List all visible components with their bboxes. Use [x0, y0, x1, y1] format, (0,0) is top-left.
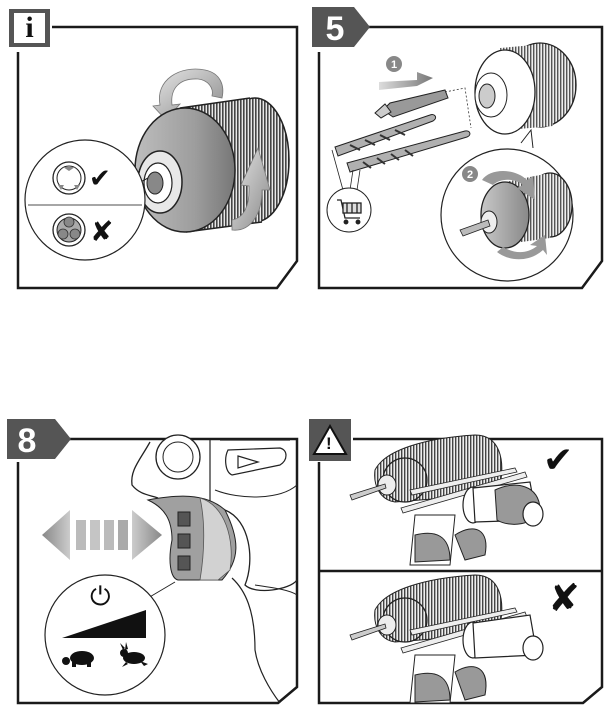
panel-info: i [0, 0, 305, 300]
drill-bit-long [334, 114, 437, 157]
rotation-arrow-front [231, 146, 271, 231]
panel-step-8: 8 ⏻ [0, 410, 305, 714]
rotation-arrow-top [152, 68, 224, 121]
step-number: 8 [17, 421, 37, 460]
direction-arrow-icon [237, 455, 261, 469]
insert-arrow [379, 72, 433, 90]
panel-warning: ! [305, 410, 610, 714]
shank-callout [24, 139, 146, 261]
drill-correct [349, 434, 544, 566]
turtle-icon [62, 651, 94, 667]
step-badge: 5 [312, 7, 372, 51]
cross-icon: ✘ [548, 576, 580, 620]
handle-grip-illustration [349, 434, 544, 704]
drill-bit-short [346, 130, 471, 173]
check-icon: ✔ [89, 164, 111, 194]
shopping-cart-icon [337, 199, 362, 225]
check-icon: ✔ [543, 440, 574, 481]
step-number: 5 [325, 9, 345, 48]
slide-direction-arrow [42, 510, 162, 560]
rabbit-icon [120, 642, 148, 667]
chuck-illustration [24, 68, 290, 261]
warning-icon [312, 424, 348, 455]
info-icon: i [25, 11, 34, 44]
speed-switch-illustration [42, 434, 298, 704]
step-marker-2: 2 [467, 169, 473, 181]
speed-ramp-icon [62, 610, 146, 638]
cross-icon: ✘ [90, 215, 114, 248]
hex-shank-correct-icon [52, 161, 86, 195]
panel-frame [16, 25, 299, 290]
bit-insertion-illustration: 1 [326, 42, 577, 282]
panel-step-5: 5 1 [305, 0, 610, 300]
step-badge: 8 [7, 419, 71, 463]
panel-frame [317, 437, 604, 705]
info-badge: i [9, 9, 50, 47]
warning-badge: ! [309, 419, 351, 461]
step-marker-1: 1 [391, 59, 397, 71]
round-shank-wrong-icon [52, 213, 86, 247]
panel-frame [16, 437, 299, 705]
power-icon: ⏻ [90, 582, 111, 612]
screwdriver-bit [374, 89, 449, 119]
panel-frame [317, 25, 604, 290]
drill-wrong [349, 574, 544, 704]
